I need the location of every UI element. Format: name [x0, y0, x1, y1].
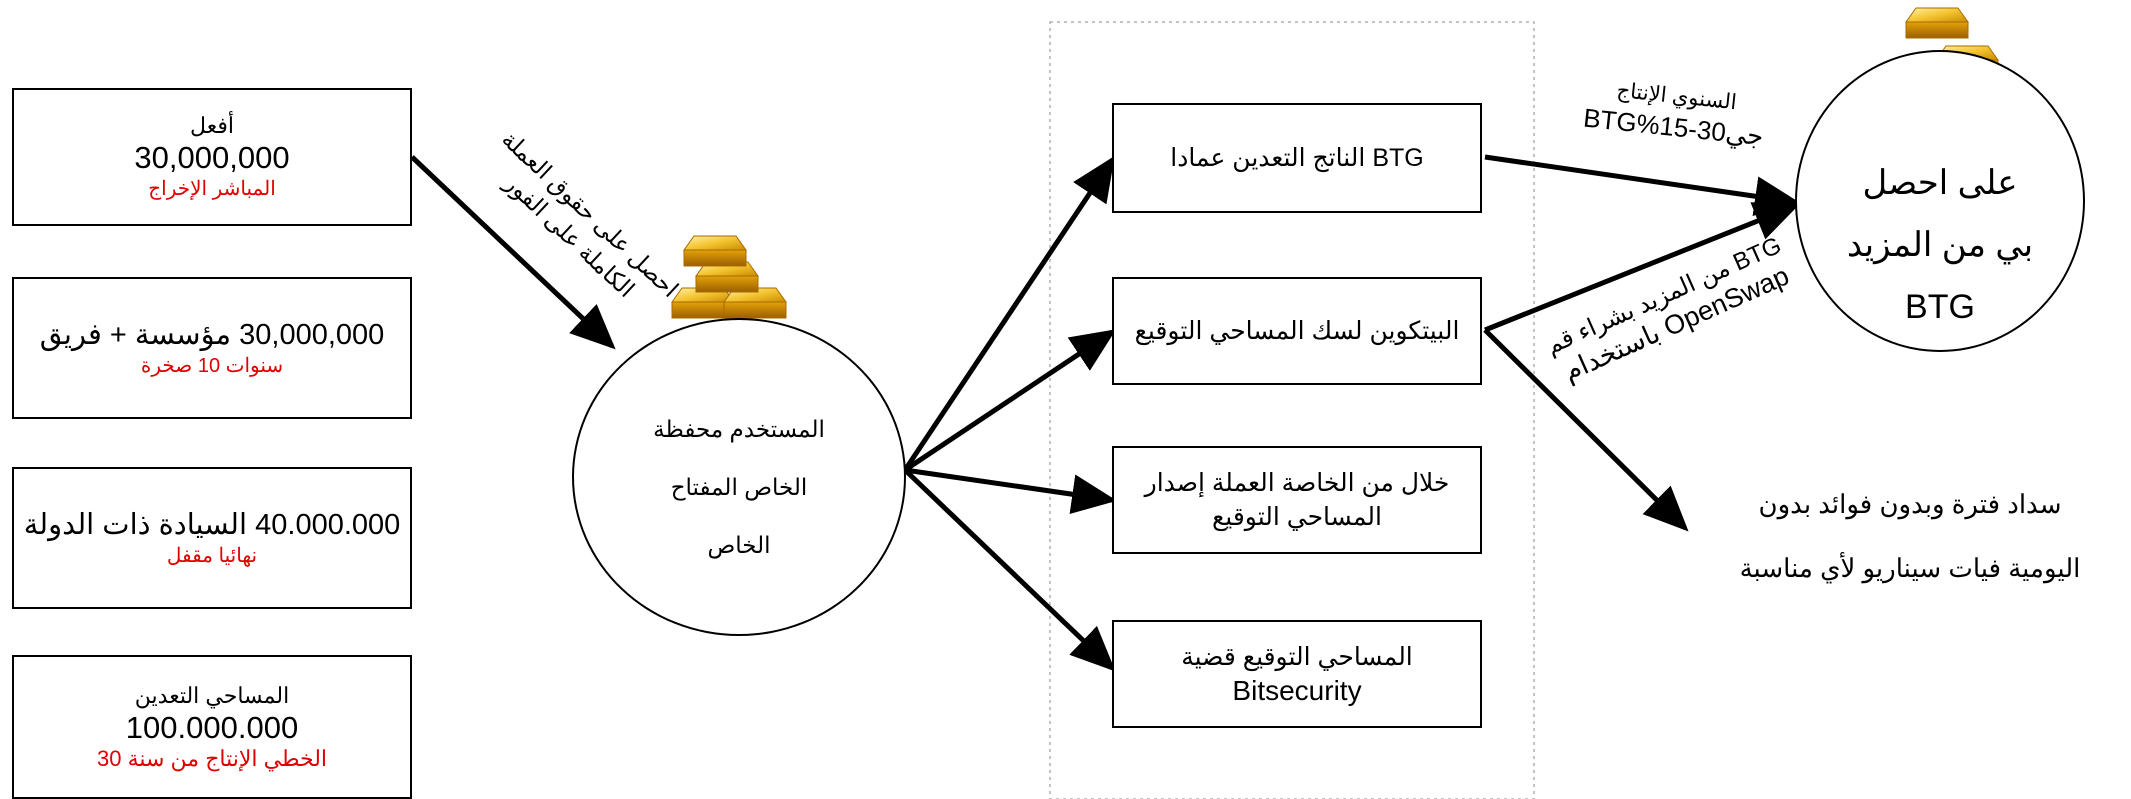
user-wallet-circle: المستخدم محفظة الخاص المفتاح الخاص [572, 318, 906, 636]
arrow-mid2-to-circle [1484, 202, 1800, 333]
arrow-box1-to-wallet [410, 155, 616, 350]
arrow-mid1-to-circle [1484, 154, 1800, 217]
get-more-line: على احصل [1862, 164, 2018, 202]
supply-box-direct-output: أفعل 30,000,000 المباشر الإخراج [12, 88, 412, 226]
bitsecurity-box: المساحي التوقيع قضية Bitsecurity [1112, 620, 1482, 728]
box-line: المساحي التوقيع [1212, 503, 1382, 531]
wallet-line: الخاص المفتاح [670, 474, 808, 500]
arrow-wallet-to-mid1 [902, 155, 1115, 472]
bitcoin-minting-box: البيتكوين لسك المساحي التوقيع [1112, 277, 1482, 385]
box-amount: 100.000.000 [125, 710, 299, 745]
box-title: أفعل [190, 113, 234, 138]
box-line: 30,000,000 مؤسسة + فريق [39, 319, 385, 351]
box-line: BTG الناتج التعدين عمادا [1170, 144, 1424, 172]
wallet-line: المستخدم محفظة [653, 416, 825, 442]
repay-line: اليومية فيات سيناريو لأي مناسبة [1739, 553, 2081, 583]
box-line: المساحي التوقيع قضية [1181, 643, 1413, 671]
private-currency-issuance-box: خلال من الخاصة العملة إصدار المساحي التو… [1112, 446, 1482, 554]
mining-output-box: BTG الناتج التعدين عمادا [1112, 103, 1482, 213]
box-line: خلال من الخاصة العملة إصدار [1144, 469, 1450, 497]
box-line: 40.000.000 السيادة ذات الدولة [23, 509, 401, 541]
arrow-wallet-to-mid4 [903, 468, 1116, 672]
box-note: نهائيا مقفل [166, 545, 258, 567]
arrow-mid2-to-repay [1483, 328, 1689, 532]
arrow-wallet-to-mid2 [903, 329, 1117, 473]
wallet-line: الخاص [707, 532, 771, 558]
repayment-text: سداد فترة وبدون فوائد بدون اليومية فيات … [1700, 472, 2120, 600]
box-line: Bitsecurity [1232, 675, 1362, 706]
supply-box-foundation-team: 30,000,000 مؤسسة + فريق سنوات 10 صخرة [12, 277, 412, 419]
box-line: البيتكوين لسك المساحي التوقيع [1134, 317, 1460, 345]
arrow-wallet-to-mid3 [904, 467, 1117, 515]
box-note: المباشر الإخراج [148, 178, 276, 200]
supply-box-sovereign-state: 40.000.000 السيادة ذات الدولة نهائيا مقف… [12, 467, 412, 609]
get-more-btg-circle: على احصل بي من المزيد BTG [1795, 50, 2085, 352]
box-note: سنوات 10 صخرة [140, 355, 284, 377]
supply-box-mining: المساحي التعدين 100.000.000 الخطي الإنتا… [12, 655, 412, 799]
box-note: الخطي الإنتاج من سنة 30 [96, 746, 328, 771]
get-more-line: بي من المزيد [1846, 226, 2034, 264]
repay-line: سداد فترة وبدون فوائد بدون [1758, 489, 2062, 519]
get-more-line: BTG [1905, 288, 1975, 326]
box-amount: 30,000,000 [134, 140, 290, 175]
box-title: المساحي التعدين [134, 683, 290, 708]
